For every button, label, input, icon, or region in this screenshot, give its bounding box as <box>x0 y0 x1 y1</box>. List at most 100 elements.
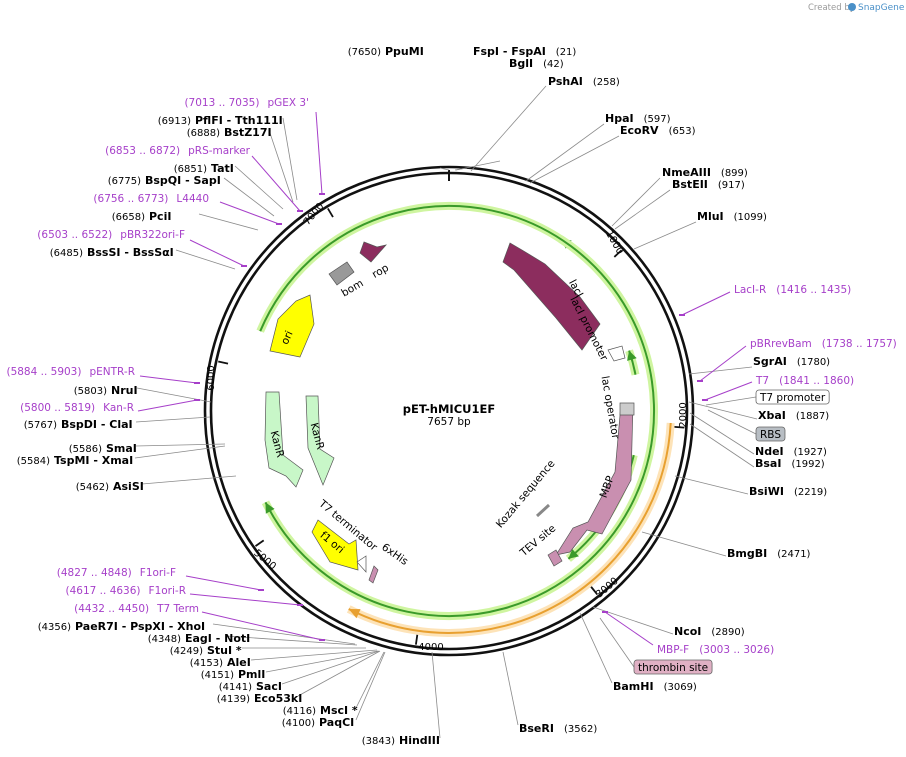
enzyme-site-bsteii[interactable]: BstEII(917) <box>672 178 745 191</box>
enzyme-site-bsai[interactable]: BsaI(1992) <box>755 457 825 470</box>
leader-paer7i <box>212 623 356 645</box>
enzyme-site-pflfi[interactable]: (6913)PflFI - Tth111I <box>158 114 283 127</box>
enzyme-site-bspdi[interactable]: (5767)BspDI - ClaI <box>24 418 133 431</box>
enzyme-site-bstz17i[interactable]: (6888)BstZ17I <box>187 126 272 139</box>
leader-eagi <box>225 635 358 646</box>
enzyme-name: NruI <box>111 384 138 397</box>
enzyme-site-nmeaiii[interactable]: NmeAIII(899) <box>662 166 748 179</box>
leader-t7promoter <box>705 396 757 406</box>
primer-f1orif[interactable]: F1ori-F(4827 .. 4848) <box>57 567 176 579</box>
enzyme-site-tati[interactable]: (6851)TatI <box>174 162 234 175</box>
enzyme-site-paer7i[interactable]: (4356)PaeR7I - PspXI - XhoI <box>38 620 205 633</box>
orf-kanr-outer <box>259 205 655 617</box>
enzyme-name: NdeI <box>755 445 784 458</box>
enzyme-site-ppumi[interactable]: (7650)PpuMI <box>348 45 424 58</box>
enzyme-site-bamhi[interactable]: BamHI(3069) <box>613 680 697 693</box>
primer-f1orir[interactable]: F1ori-R(4617 .. 4636) <box>66 585 186 597</box>
label-bom: bom <box>339 277 365 299</box>
primer-l4440[interactable]: L4440(6756 .. 6773) <box>93 193 209 205</box>
enzyme-pos: (5767) <box>24 420 57 431</box>
primer-t7[interactable]: T7(1841 .. 1860) <box>755 375 854 387</box>
enzyme-site-hindiii[interactable]: (3843)HindIII <box>362 734 440 747</box>
leader-eco53ki <box>297 650 381 697</box>
enzyme-site-mlui[interactable]: MluI(1099) <box>697 210 767 223</box>
enzyme-pos: (1099) <box>734 212 767 223</box>
enzyme-site-fspi[interactable]: FspI - FspAI(21) <box>473 45 576 58</box>
enzyme-site-asisi[interactable]: (5462)AsiSI <box>76 480 144 493</box>
primer-pgex3[interactable]: pGEX 3'(7013 .. 7035) <box>184 97 309 109</box>
leader-bspdi <box>135 416 211 423</box>
enzyme-site-bspqi[interactable]: (6775)BspQI - SapI <box>108 174 221 187</box>
boxed-feature-thrombin[interactable]: thrombin site <box>633 659 713 675</box>
primer-lacir[interactable]: LacI-R(1416 .. 1435) <box>734 284 851 296</box>
plasmid-size: 7657 bp <box>427 416 471 428</box>
orf-mbp-head <box>568 548 579 559</box>
enzyme-site-pshai[interactable]: PshAI(258) <box>548 75 620 88</box>
enzyme-site-paqci[interactable]: (4100)PaqCI <box>282 716 355 729</box>
primer-name: F1ori-R <box>149 585 186 597</box>
enzyme-site-sgrai[interactable]: SgrAI(1780) <box>753 355 830 368</box>
enzyme-name: HindIII <box>399 734 440 747</box>
leader-hindiii <box>431 651 441 739</box>
primer-range: (6503 .. 6522) <box>37 229 112 241</box>
enzyme-name: AsiSI <box>113 480 144 493</box>
enzyme-site-eagi[interactable]: (4348)EagI - NotI <box>148 632 251 645</box>
enzyme-site-nrui[interactable]: (5803)NruI <box>74 384 138 397</box>
enzyme-site-saci[interactable]: (4141)SacI <box>219 680 282 693</box>
primer-kanr[interactable]: Kan-R(5800 .. 5819) <box>20 402 134 414</box>
primer-range: (5800 .. 5819) <box>20 402 95 414</box>
leader-bmgbi <box>641 531 727 557</box>
leader-t7 <box>704 381 753 401</box>
enzyme-site-bmgbi[interactable]: BmgBI(2471) <box>727 547 811 560</box>
enzyme-name: PmlI <box>238 668 265 681</box>
leader-f1orif <box>185 575 262 591</box>
primer-name: pBRrevBam <box>750 338 812 350</box>
enzyme-pos: (4153) <box>190 658 223 669</box>
enzyme-site-msci[interactable]: (4116)MscI * <box>283 704 358 717</box>
leader-f1orir <box>189 593 301 606</box>
leader-rbs <box>707 409 757 435</box>
enzyme-site-tspmi[interactable]: (5584)TspMI - XmaI <box>17 454 133 467</box>
enzyme-site-eco53ki[interactable]: (4139)Eco53kI <box>217 692 303 705</box>
enzyme-site-bgli[interactable]: BglI(42) <box>509 57 564 70</box>
enzyme-pos: (4249) <box>170 646 203 657</box>
enzyme-site-hpai[interactable]: HpaI(597) <box>605 112 671 125</box>
primer-pentrr[interactable]: pENTR-R(5884 .. 5903) <box>6 366 135 378</box>
enzyme-site-bsssi[interactable]: (6485)BssSI - BssSαI <box>50 246 174 259</box>
enzyme-site-pmli[interactable]: (4151)PmlI <box>201 668 266 681</box>
leader-l4440 <box>219 201 280 225</box>
primer-pbr322orif[interactable]: pBR322ori-F(6503 .. 6522) <box>37 229 185 241</box>
enzyme-site-ncoi[interactable]: NcoI(2890) <box>674 625 745 638</box>
enzyme-site-smai[interactable]: (5586)SmaI <box>69 442 137 455</box>
primer-mbpf[interactable]: MBP-F(3003 .. 3026) <box>657 644 774 656</box>
enzyme-site-bsiwi[interactable]: BsiWI(2219) <box>749 485 827 498</box>
primer-name: pRS-marker <box>188 145 251 157</box>
enzyme-pos: (6775) <box>108 176 141 187</box>
enzyme-site-xbai[interactable]: XbaI(1887) <box>758 409 829 422</box>
boxed-feature-box <box>633 659 713 675</box>
leader-bsai <box>689 423 755 468</box>
enzyme-pos: (2471) <box>777 549 810 560</box>
primer-range: (6756 .. 6773) <box>93 193 168 205</box>
enzyme-site-ecorv[interactable]: EcoRV(653) <box>620 124 696 137</box>
enzyme-site-stui[interactable]: (4249)StuI * <box>170 644 242 657</box>
enzyme-pos: (4139) <box>217 694 250 705</box>
primer-prsmarker[interactable]: pRS-marker(6853 .. 6872) <box>105 145 251 157</box>
boxed-feature-label: thrombin site <box>638 662 708 674</box>
primer-pbrrevbam[interactable]: pBRrevBam(1738 .. 1757) <box>750 338 897 350</box>
enzyme-site-pcii[interactable]: (6658)PciI <box>112 210 172 223</box>
boxed-feature-t7promoter[interactable]: T7 promoter <box>755 389 830 405</box>
leader-tati <box>234 165 284 210</box>
boxed-feature-rbs[interactable]: RBS <box>755 426 786 442</box>
primer-t7term[interactable]: T7 Term(4432 .. 4450) <box>74 603 199 615</box>
enzyme-site-ndei[interactable]: NdeI(1927) <box>755 445 827 458</box>
primer-range: (1416 .. 1435) <box>776 284 851 296</box>
enzyme-site-alei[interactable]: (4153)AleI <box>190 656 251 669</box>
boxed-feature-label: RBS <box>760 429 781 441</box>
enzyme-pos: (258) <box>593 77 620 88</box>
enzyme-pos: (6485) <box>50 248 83 259</box>
primer-range: (4827 .. 4848) <box>57 567 132 579</box>
enzyme-site-bseri[interactable]: BseRI(3562) <box>519 722 597 735</box>
leader-nmeaiii <box>611 177 661 227</box>
orf-long <box>348 422 672 634</box>
